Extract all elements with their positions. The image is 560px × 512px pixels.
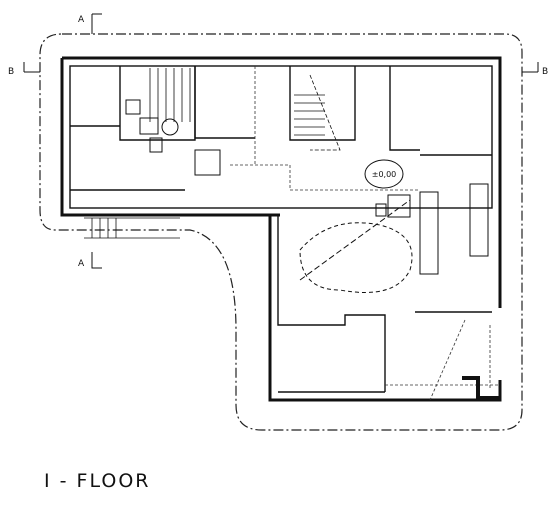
section-marker-b-right: B xyxy=(522,62,548,77)
floor-title: I - FLOOR xyxy=(44,470,151,492)
living-furniture xyxy=(299,183,489,293)
svg-text:B: B xyxy=(8,67,14,77)
section-marker-b-left: B xyxy=(8,62,40,77)
svg-text:A: A xyxy=(78,15,85,25)
exterior-walls xyxy=(60,56,502,402)
stairs xyxy=(149,68,341,151)
svg-text:B: B xyxy=(542,67,548,77)
interior-walls xyxy=(69,65,493,393)
overhang-lines xyxy=(230,66,500,401)
bathroom-fixtures xyxy=(125,99,221,176)
section-marker-a-top: A xyxy=(78,13,102,34)
level-marker: ±0,00 xyxy=(364,159,404,189)
bottom-right-wall-detail xyxy=(462,376,500,400)
site-boundary xyxy=(39,33,523,431)
section-marker-a-bottom: A xyxy=(78,252,102,269)
svg-text:A: A xyxy=(78,259,85,269)
level-mark-label: ±0,00 xyxy=(372,170,397,179)
entrance-steps xyxy=(84,217,180,239)
